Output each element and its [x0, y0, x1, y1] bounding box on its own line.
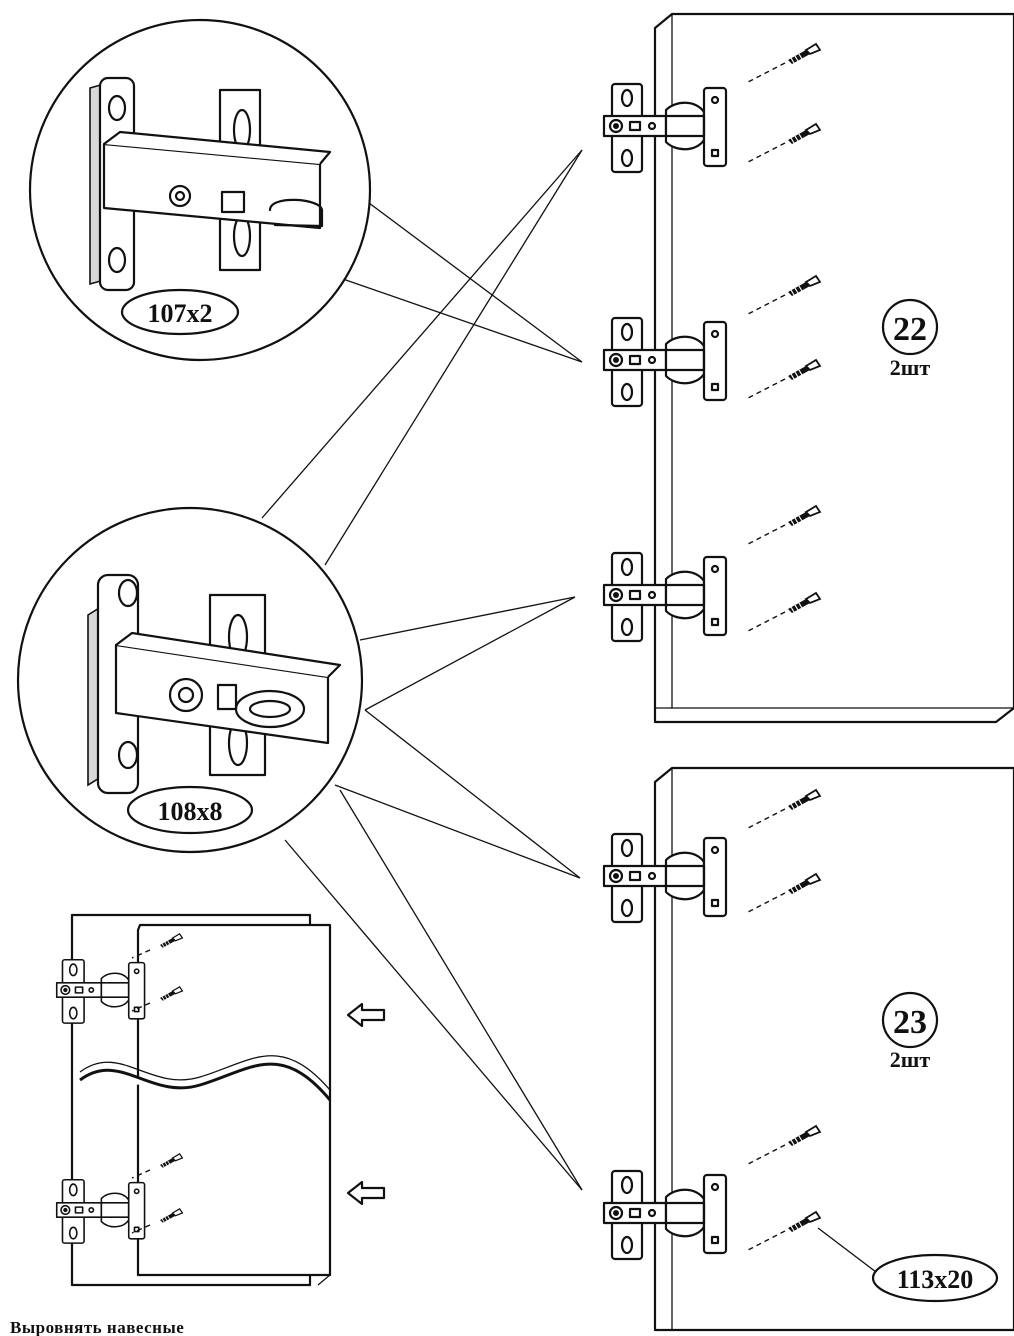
panel-top — [653, 12, 1014, 724]
screw-label: 113x20 — [897, 1265, 974, 1294]
panel-top-number: 22 — [893, 311, 927, 348]
leader-lines — [261, 149, 583, 1191]
detail-hinge-107: 107x2 — [28, 18, 372, 362]
panel-top-label: 22 2шт — [881, 298, 939, 380]
alignment-view — [55, 913, 386, 1287]
panel-bottom-label: 23 2шт — [881, 991, 939, 1072]
screw-callout: 113x20 — [817, 1227, 999, 1303]
align-arrow-upper — [346, 1002, 386, 1028]
detail-hinge-108: 108x8 — [16, 506, 364, 854]
panel-bottom-number: 23 — [893, 1004, 927, 1041]
panel-bottom-qty: 2шт — [890, 1047, 931, 1072]
hinge-large-label: 108x8 — [158, 797, 223, 826]
panel-top-qty: 2шт — [890, 355, 931, 380]
hinge-small-label: 107x2 — [148, 299, 213, 328]
align-arrow-lower — [346, 1180, 386, 1206]
instruction-caption: Выровнять навесные — [10, 1318, 185, 1336]
screws-right — [747, 43, 821, 1251]
